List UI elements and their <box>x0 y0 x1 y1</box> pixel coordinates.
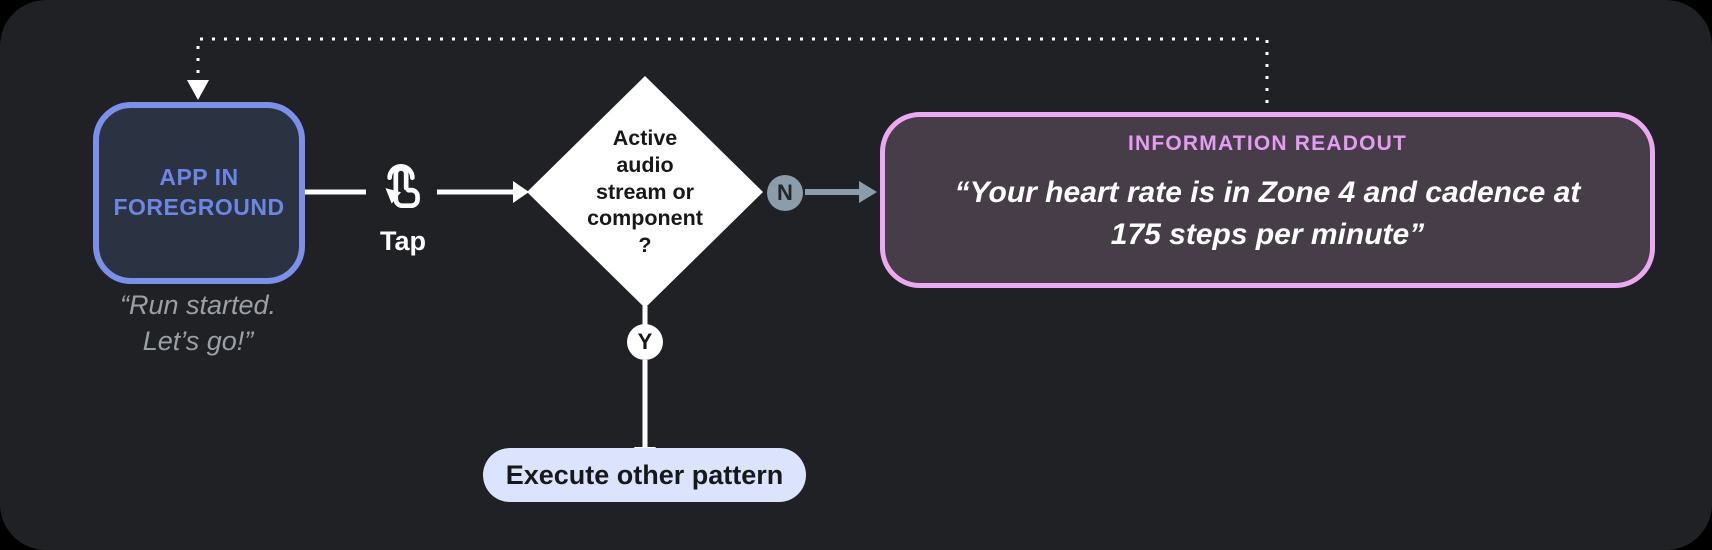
app-foreground-node: APP IN FOREGROUND <box>93 102 305 284</box>
tap-label: Tap <box>380 226 426 256</box>
app-foreground-label: APP IN FOREGROUND <box>113 164 285 220</box>
arrowhead-into-decision <box>513 181 529 203</box>
decision-diamond <box>527 76 763 308</box>
execute-other-pattern-label: Execute other pattern <box>505 459 784 490</box>
information-readout-node: INFORMATION READOUT “Your heart rate is … <box>880 112 1655 288</box>
no-badge-label: N <box>777 180 793 205</box>
app-voice-caption: “Run started. Let’s go!” <box>119 290 277 356</box>
execute-other-pattern-node: Execute other pattern <box>483 448 806 502</box>
decision-no-badge: N <box>767 175 803 211</box>
feedback-arrowhead <box>187 80 209 100</box>
decision-question: Active audio stream or component ? <box>587 125 703 258</box>
readout-quote: “Your heart rate is in Zone 4 and cadenc… <box>954 176 1581 251</box>
tap-gesture-icon <box>374 156 428 216</box>
feedback-dotted-line <box>196 37 1269 103</box>
decision-yes-badge: Y <box>627 324 663 360</box>
decision-node: Active audio stream or component ? <box>545 97 745 287</box>
yes-badge-label: Y <box>637 329 653 354</box>
readout-title: INFORMATION READOUT <box>1127 132 1408 155</box>
arrowhead-into-readout <box>859 181 877 203</box>
